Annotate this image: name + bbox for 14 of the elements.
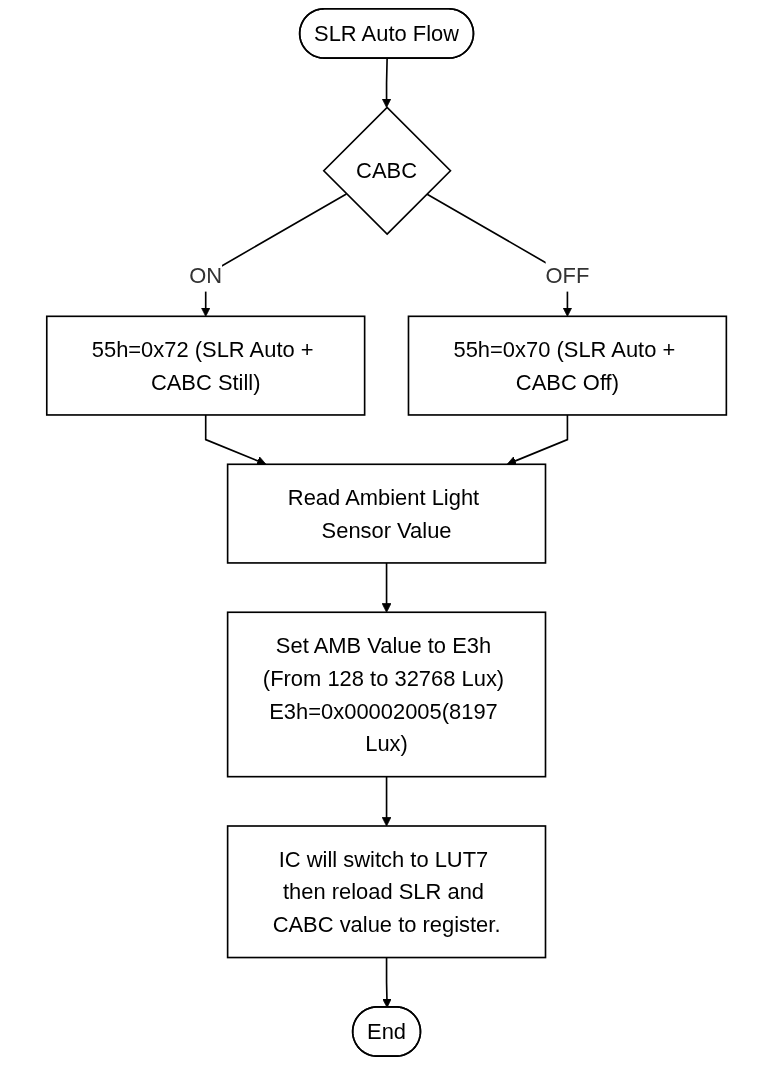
arrow: [382, 956, 393, 1008]
node-diamond: CABC: [323, 106, 453, 236]
edge-label: ON: [189, 263, 223, 288]
node-box: 55h=0x72 (SLR Auto + CABC Still): [46, 315, 366, 416]
node-box: 55h=0x70 (SLR Auto + CABC Off): [408, 315, 728, 416]
arrow: [382, 775, 392, 827]
node-box: Read Ambient Light Sensor Value: [227, 463, 547, 564]
edge-label: OFF: [545, 263, 590, 288]
arrow: [382, 57, 392, 108]
arrow: [382, 562, 392, 613]
arrow: [205, 414, 267, 466]
arrow: [507, 414, 569, 466]
node-box: Set AMB Value to E3h (From 128 to 32768 Lux) E3h=0x00002005(8197 Lux): [227, 611, 547, 778]
node-box: IC will switch to LUT7 then reload SLR and CABC value to register.: [227, 825, 547, 959]
